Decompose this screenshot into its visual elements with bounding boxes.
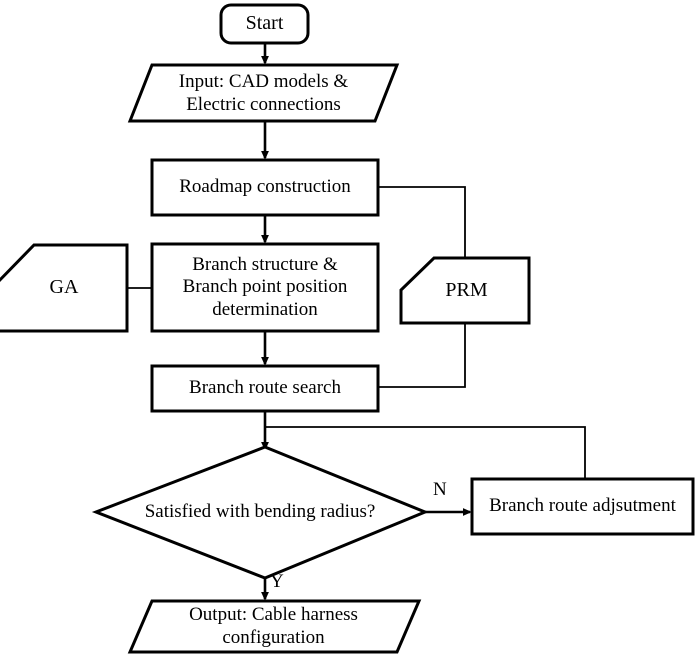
node-shape-start[interactable]	[219, 3, 310, 45]
node-shape-roadmap[interactable]	[150, 158, 380, 217]
connector-adjustment-feedback-loop	[265, 426, 586, 479]
edge-label-no: N	[433, 479, 447, 500]
node-shape-adjustment[interactable]	[470, 477, 695, 536]
node-shape-output[interactable]	[127, 599, 422, 654]
connector-roadmap-to-prm	[377, 186, 466, 258]
connector-prm-to-route-search	[377, 323, 466, 388]
node-shape-branch-route-search[interactable]	[150, 364, 380, 413]
node-shape-input[interactable]	[127, 63, 400, 123]
node-shape-prm[interactable]	[399, 256, 531, 325]
node-shape-ga[interactable]	[0, 243, 129, 333]
node-shape-decision[interactable]	[91, 445, 429, 580]
node-shape-branch-structure[interactable]	[150, 242, 380, 333]
edge-label-yes: Y	[270, 571, 284, 592]
